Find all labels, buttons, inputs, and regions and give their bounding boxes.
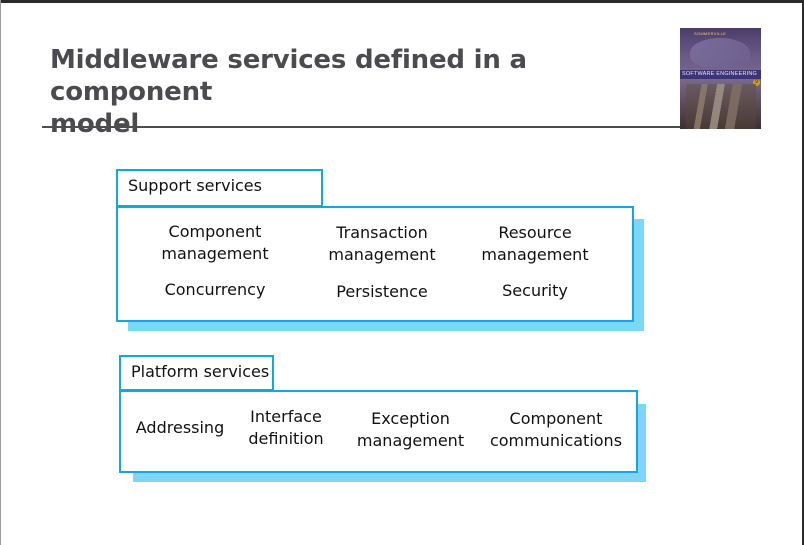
- support-services-box: [116, 206, 634, 322]
- platform-services-box: [119, 390, 638, 473]
- node-line: definition: [248, 429, 324, 448]
- persistence-node: Persistence: [312, 281, 452, 303]
- node-line: Interface: [250, 407, 322, 426]
- window-top-edge: [0, 0, 804, 3]
- node-line: Component: [509, 409, 603, 428]
- cover-artwork: [690, 38, 750, 68]
- book-cover-image: SOMMERVILLE SOFTWARE ENGINEERING 9: [680, 28, 761, 129]
- exception-management-node: Exception management: [348, 408, 473, 452]
- security-node: Security: [465, 280, 605, 302]
- cover-edition-badge: 9: [753, 79, 760, 86]
- cover-title: SOFTWARE ENGINEERING: [682, 71, 757, 77]
- component-communications-node: Component communications: [480, 408, 632, 452]
- node-line: Security: [502, 281, 568, 300]
- window-left-edge: [0, 0, 1, 545]
- cover-title-band: [680, 70, 761, 79]
- slide-title-line-2: model: [50, 109, 140, 139]
- transaction-management-node: Transaction management: [312, 222, 452, 266]
- node-line: Concurrency: [164, 280, 266, 299]
- window-right-edge: [802, 0, 804, 545]
- concurrency-node: Concurrency: [145, 279, 285, 301]
- platform-services-label: Platform services: [119, 355, 274, 391]
- node-line: management: [356, 431, 465, 450]
- component-management-node: Component management: [145, 221, 285, 265]
- title-underline: [42, 126, 692, 128]
- addressing-node: Addressing: [125, 417, 235, 439]
- node-line: Component: [168, 222, 262, 241]
- slide-title-line-1: Middleware services defined in a compone…: [50, 45, 527, 107]
- node-line: communications: [489, 431, 623, 450]
- node-line: Exception: [371, 409, 450, 428]
- resource-management-node: Resource management: [465, 222, 605, 266]
- cover-author: SOMMERVILLE: [694, 31, 727, 36]
- node-line: Addressing: [135, 418, 225, 437]
- node-line: management: [481, 245, 589, 264]
- node-line: management: [328, 245, 436, 264]
- node-line: Persistence: [336, 282, 428, 301]
- node-line: Transaction: [336, 223, 428, 242]
- support-services-label: Support services: [116, 169, 323, 207]
- node-line: management: [161, 244, 269, 263]
- cover-building-artwork: [686, 84, 756, 129]
- interface-definition-node: Interface definition: [236, 406, 336, 450]
- node-line: Resource: [498, 223, 572, 242]
- slide-title: Middleware services defined in a compone…: [50, 44, 650, 140]
